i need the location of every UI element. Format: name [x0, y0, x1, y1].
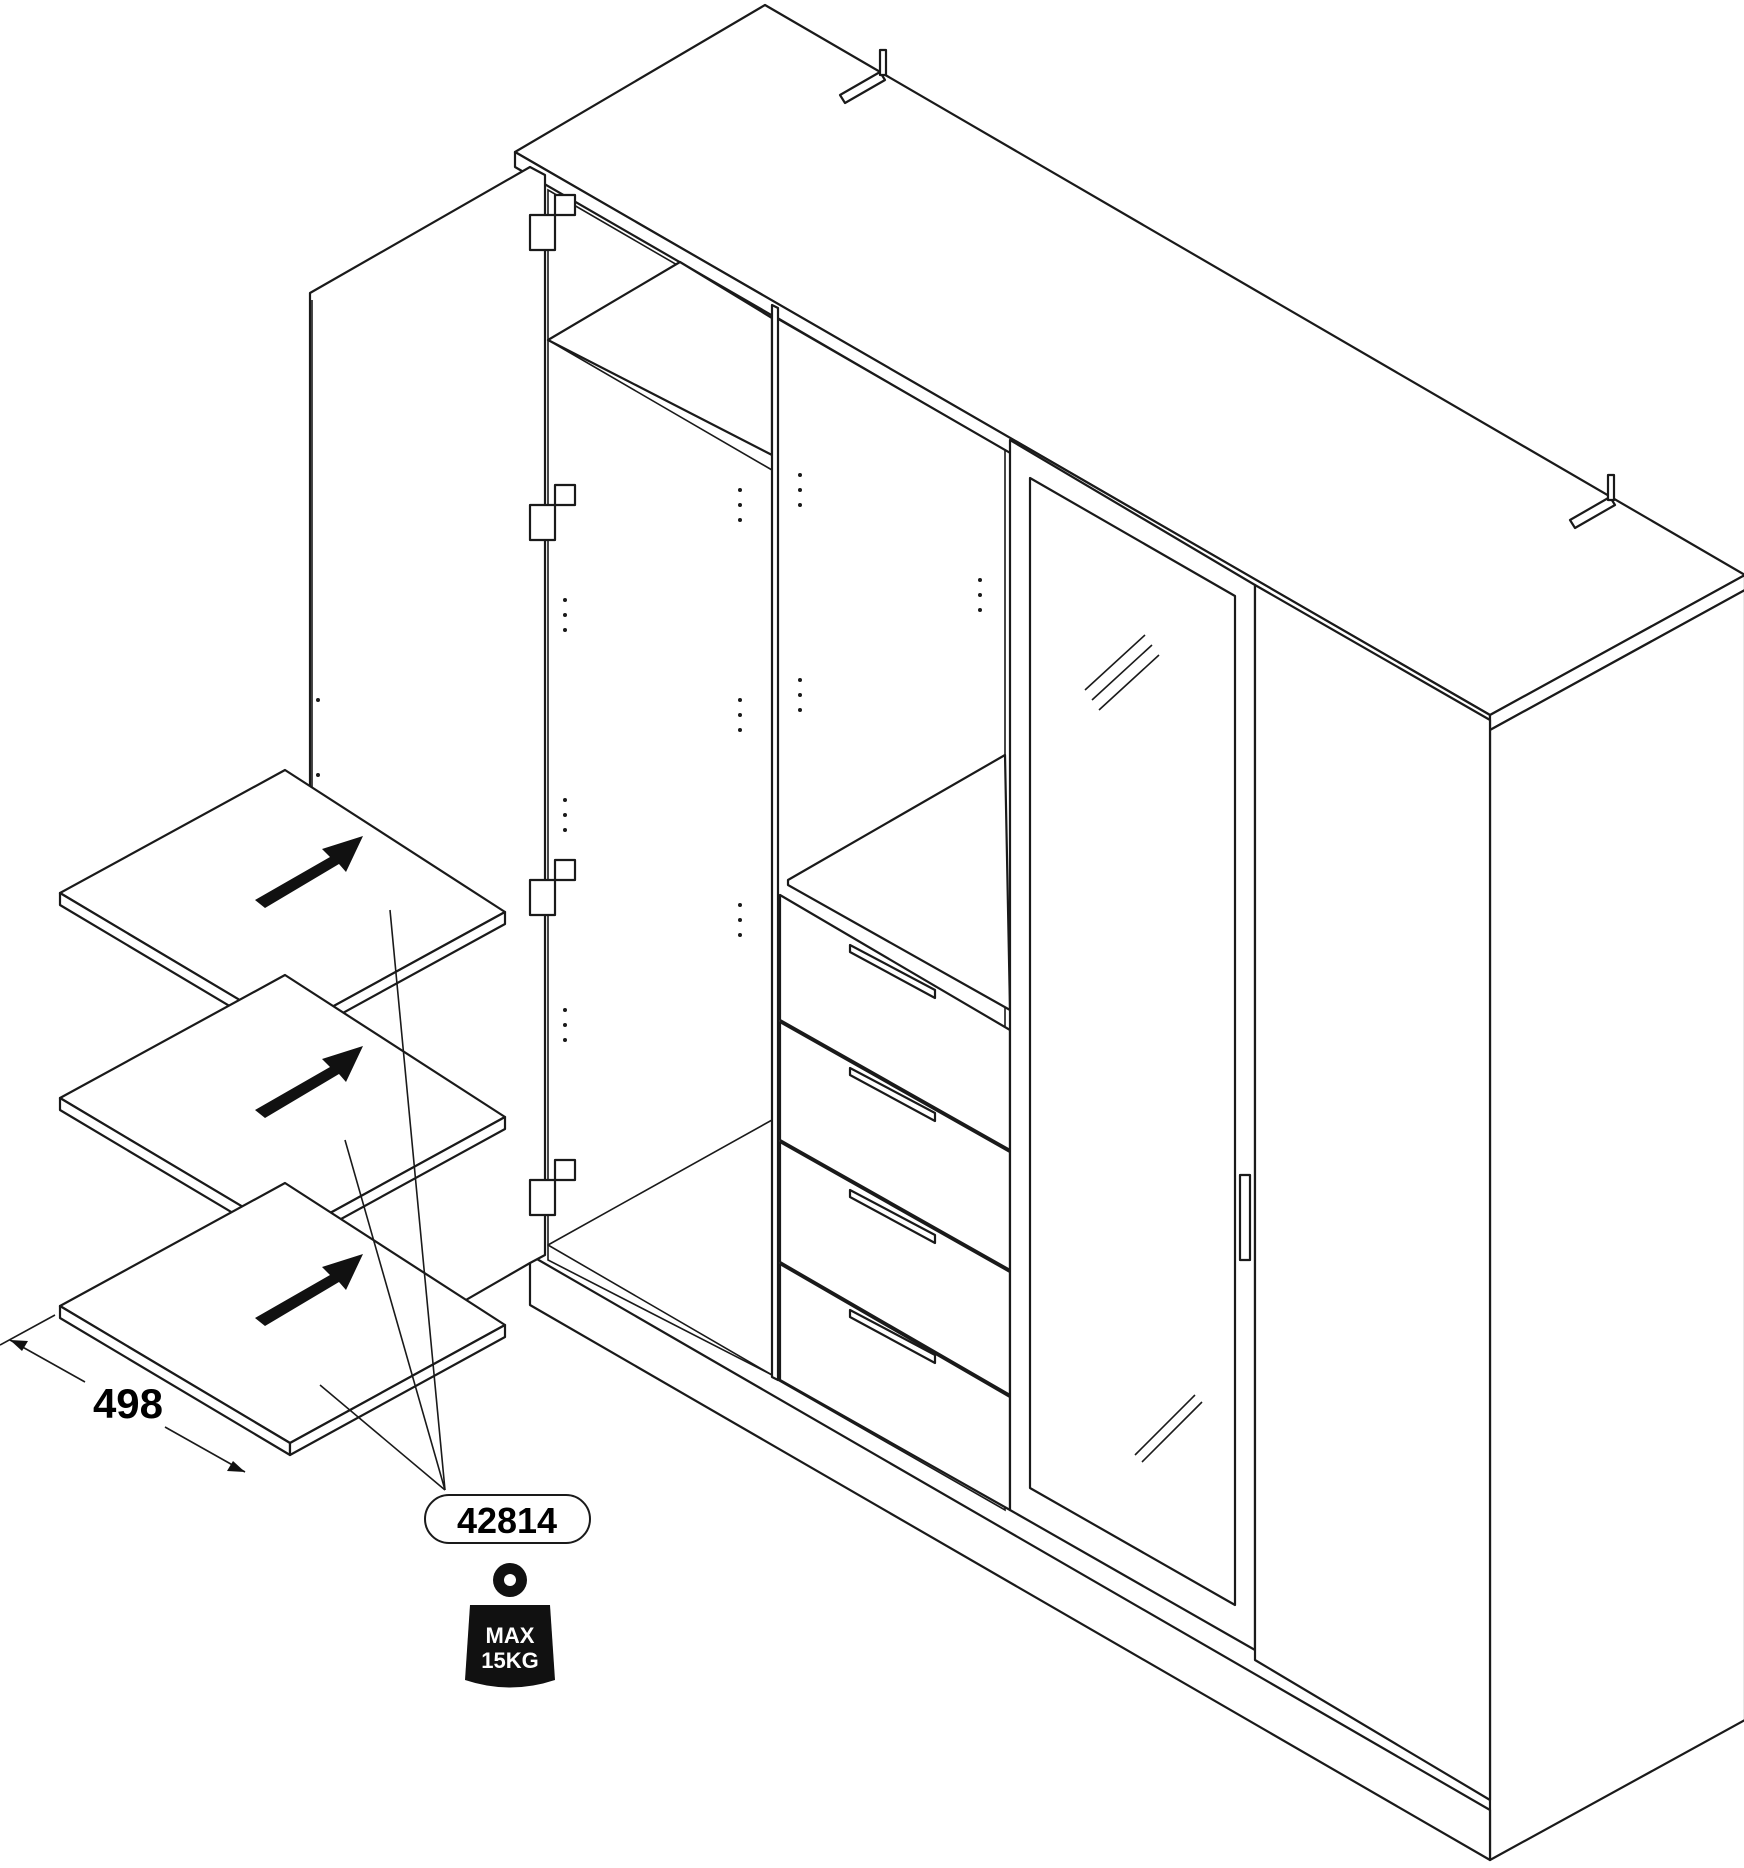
shelf-pin-holes — [316, 473, 982, 1042]
right-door[interactable] — [1253, 583, 1492, 1802]
middle-back — [777, 316, 1006, 1512]
insert-arrow-icon — [255, 836, 363, 1326]
weight-line1: MAX — [486, 1623, 535, 1648]
dimension-498: 498 — [0, 1314, 246, 1473]
plinth — [528, 1253, 1492, 1862]
wardrobe — [308, 3, 1744, 1862]
drawer-4-handle — [848, 1308, 937, 1365]
center-divider — [770, 303, 780, 1382]
wall-bracket-icon — [838, 48, 1617, 530]
mirror-reflection-icon — [1084, 634, 1203, 1463]
part-number-label: 42814 — [457, 1500, 557, 1541]
drawer-1-handle — [848, 943, 937, 1000]
weight-line2: 15KG — [481, 1648, 538, 1673]
mirror-glass — [1028, 476, 1237, 1607]
dimension-label: 498 — [93, 1380, 163, 1427]
right-door-handle — [1238, 1173, 1252, 1262]
drawers — [778, 893, 1012, 1512]
leader-lines — [319, 909, 446, 1491]
part-number-tag: 42814 — [424, 1494, 591, 1544]
shelf-edge — [547, 339, 773, 471]
hinge-icon — [528, 193, 577, 1217]
weight-icon: MAX 15KG — [465, 1563, 555, 1688]
drawer-2-handle — [848, 1066, 937, 1123]
loose-shelves — [58, 768, 507, 1491]
right-side-panel — [1488, 589, 1744, 1862]
drawer-3-handle — [848, 1188, 937, 1245]
